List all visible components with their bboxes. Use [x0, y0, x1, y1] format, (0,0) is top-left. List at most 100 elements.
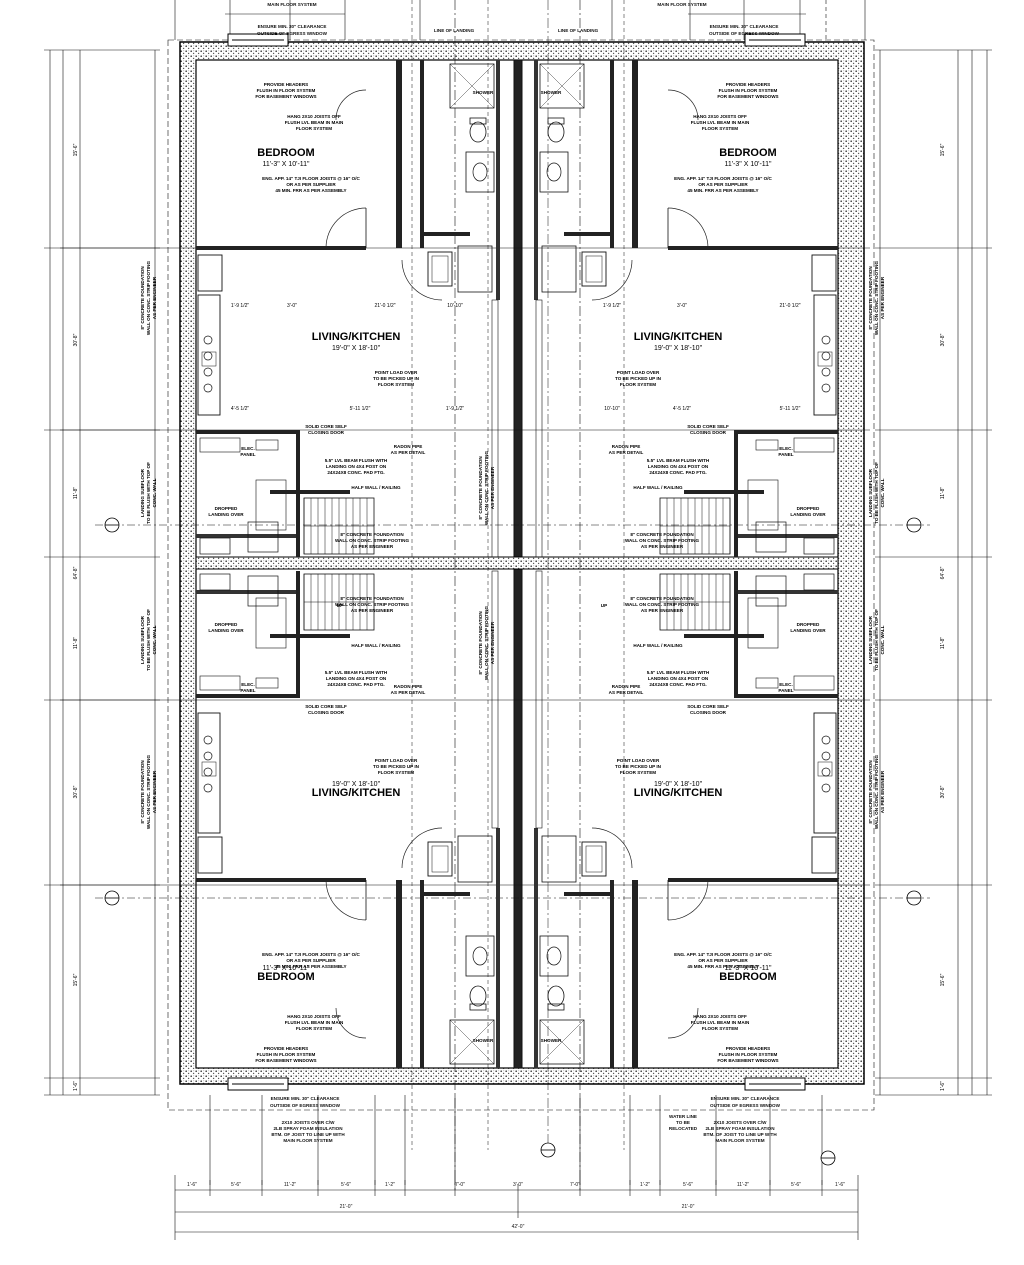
bedroom-title: BEDROOM [719, 147, 776, 159]
line-of-landing-left: LINE OF LANDING [434, 28, 475, 33]
bedroom-dims: 11'-3" X 10'-11" [724, 161, 772, 168]
left-dim-6: 15'-6" [73, 973, 79, 986]
radon-note: AS PER DETAIL [391, 690, 426, 695]
spray-foam-left-2: 2LB SPRAY FOAM INSULATION [273, 1126, 343, 1131]
clearance-note-top-right-1: ENSURE MIN. 30" CLEARANCE [710, 24, 779, 29]
water-line-2: TO BE [676, 1120, 690, 1125]
shower-label: SHOWER [473, 1038, 494, 1043]
spray-foam-left-4: MAIN FLOOR SYSTEM [283, 1138, 332, 1143]
lvl-beam-note: 24X24X8 CONC. PAD FTG. [327, 470, 384, 475]
elec-panel-label: PANEL [240, 452, 255, 457]
bedroom-title: BEDROOM [257, 147, 314, 159]
foundation-note-center-top: AS PER ENGINEER [490, 466, 495, 509]
point-load-note: TO BE PICKED UP IN [373, 376, 420, 381]
clearance-note-top-left-1: ENSURE MIN. 30" CLEARANCE [258, 24, 327, 29]
interior-dim: 1'-9 1/2" [231, 303, 250, 309]
radon-note: RADON PIPE [612, 684, 641, 689]
solid-core-note: CLOSING DOOR [308, 710, 345, 715]
bedroom-title: BEDROOM [257, 971, 314, 983]
interior-dim: 4'-5 1/2" [673, 406, 692, 412]
joists-note: FLOOR SYSTEM [296, 126, 332, 131]
interior-dim: 4'-5 1/2" [231, 406, 250, 412]
main-floor-note-top: MAIN FLOOR SYSTEM [657, 2, 706, 7]
stair-up-label-right: UP [601, 603, 607, 608]
line-of-landing-right: LINE OF LANDING [558, 28, 599, 33]
point-load-note: FLOOR SYSTEM [378, 382, 414, 387]
left-dim-3: 64'-8" [73, 566, 79, 579]
landing-note-left-top: LANDING SUBFLOOR [140, 468, 145, 517]
solid-core-note: CLOSING DOOR [690, 430, 727, 435]
point-load-note: TO BE PICKED UP IN [615, 376, 662, 381]
elec-panel-label: ELEC. [779, 682, 793, 687]
point-load-note: POINT LOAD OVER [617, 758, 660, 763]
joists-note: HANG 2X10 JOISTS OFF [693, 1014, 747, 1019]
foundation-note-left-top: WALL ON CONC. STRIP FOOTING [146, 261, 151, 336]
dim-b1: 5'-6" [231, 1182, 241, 1188]
lvl-beam-note: 24X24X8 CONC. PAD FTG. [649, 470, 706, 475]
lvl-beam-note: 24X24X8 CONC. PAD FTG. [327, 682, 384, 687]
landing-note-right-bottom: TO BE FLUSH WITH TOP OF [874, 609, 879, 671]
spray-foam-right-2: 2LB SPRAY FOAM INSULATION [705, 1126, 775, 1131]
interior-dim: 21'-0 1/2" [779, 303, 800, 309]
dim-b5: 7'-0" [455, 1182, 465, 1188]
dropped-landing-note: LANDING OVER [790, 512, 826, 517]
foundation-note-right-top: AS PER ENGINEER [880, 276, 885, 319]
living-kitchen-title: LIVING/KITCHEN [312, 787, 401, 799]
lvl-beam-note: LANDING ON 4X4 POST ON [326, 464, 387, 469]
right-dim-5: 30'-8" [940, 785, 946, 798]
joists-note: FLOOR SYSTEM [296, 1026, 332, 1031]
joists-note: FLUSH LVL BEAM IN MAIN [285, 120, 344, 125]
lvl-beam-note: 5.5" LVL BEAM FLUSH WITH [325, 670, 388, 675]
point-load-note: POINT LOAD OVER [375, 758, 418, 763]
bedroom-title: BEDROOM [719, 971, 776, 983]
eng-joists-note: OR AS PER SUPPLIER [698, 182, 748, 187]
bedroom-dims: 11'-3" X 10'-11" [262, 161, 310, 168]
solid-core-note: SOLID CORE SELF [305, 704, 347, 709]
clearance-note-bottom-left-1: ENSURE MIN. 30" CLEARANCE [271, 1096, 340, 1101]
left-dim-0: 15'-6" [73, 143, 79, 156]
dim-half-left: 21'-0" [340, 1204, 353, 1210]
shower-label: SHOWER [473, 90, 494, 95]
joists-note: FLUSH LVL BEAM IN MAIN [691, 120, 750, 125]
foundation-note-center-top: WALL ON CONC. STRIP FOOTING [484, 451, 489, 526]
headers-note: FLUSH IN FLOOR SYSTEM [719, 1052, 778, 1057]
eng-joists-note: OR AS PER SUPPLIER [286, 958, 336, 963]
headers-note: PROVIDE HEADERS [726, 82, 770, 87]
foundation-note-left-bottom: 8" CONCRETE FOUNDATION [140, 760, 145, 824]
water-line-3: RELOCATED [669, 1126, 698, 1131]
dropped-landing-note: LANDING OVER [208, 628, 244, 633]
landing-note-left-top: TO BE FLUSH WITH TOP OF [146, 462, 151, 524]
left-dim-2: 11'-8" [73, 487, 79, 500]
dropped-landing-note: LANDING OVER [790, 628, 826, 633]
landing-note-right-top: CONC. WALL [880, 478, 885, 507]
eng-joists-note: ENG. APP. 14" TJI FLOOR JOISTS @ 16" O/C [262, 176, 360, 181]
right-dim-6: 15'-6" [940, 973, 946, 986]
bedroom-dims: 11'-3" X 10'-11" [724, 965, 772, 972]
foundation-note-center-bottom: WALL ON CONC. STRIP FOOTING [484, 606, 489, 681]
dim-b10: 11'-2" [737, 1182, 750, 1188]
landing-note-right-top: LANDING SUBFLOOR [868, 468, 873, 517]
eng-joists-note: 45 MIN. FRR AS PER ASSEMBLY [687, 964, 758, 969]
radon-note: RADON PIPE [612, 444, 641, 449]
half-wall-note: HALF WALL / RAILING [351, 485, 401, 490]
elec-panel-label: ELEC. [779, 446, 793, 451]
foundation-note-left-top: 8" CONCRETE FOUNDATION [140, 266, 145, 330]
foundation-note-left-bottom: AS PER ENGINEER [152, 770, 157, 813]
point-load-note: TO BE PICKED UP IN [615, 764, 662, 769]
foundation-note-center-top: 8" CONCRETE FOUNDATION [478, 456, 483, 520]
elec-panel-label: PANEL [778, 452, 793, 457]
half-wall-note: HALF WALL / RAILING [633, 485, 683, 490]
living-kitchen-dims: 19'-0" X 18'-10" [332, 345, 381, 352]
joists-note: HANG 2X10 JOISTS OFF [287, 114, 341, 119]
right-dim-0: 15'-6" [940, 143, 946, 156]
landing-note-right-bottom: CONC. WALL [880, 625, 885, 654]
concrete-wall-note: AS PER ENGINEER [351, 608, 394, 613]
solid-core-note: SOLID CORE SELF [305, 424, 347, 429]
headers-note: FOR BASEMENT WINDOWS [717, 1058, 778, 1063]
foundation-note-right-top: 8" CONCRETE FOUNDATION [868, 266, 873, 330]
lvl-beam-note: 24X24X8 CONC. PAD FTG. [649, 682, 706, 687]
joists-note: FLOOR SYSTEM [702, 1026, 738, 1031]
